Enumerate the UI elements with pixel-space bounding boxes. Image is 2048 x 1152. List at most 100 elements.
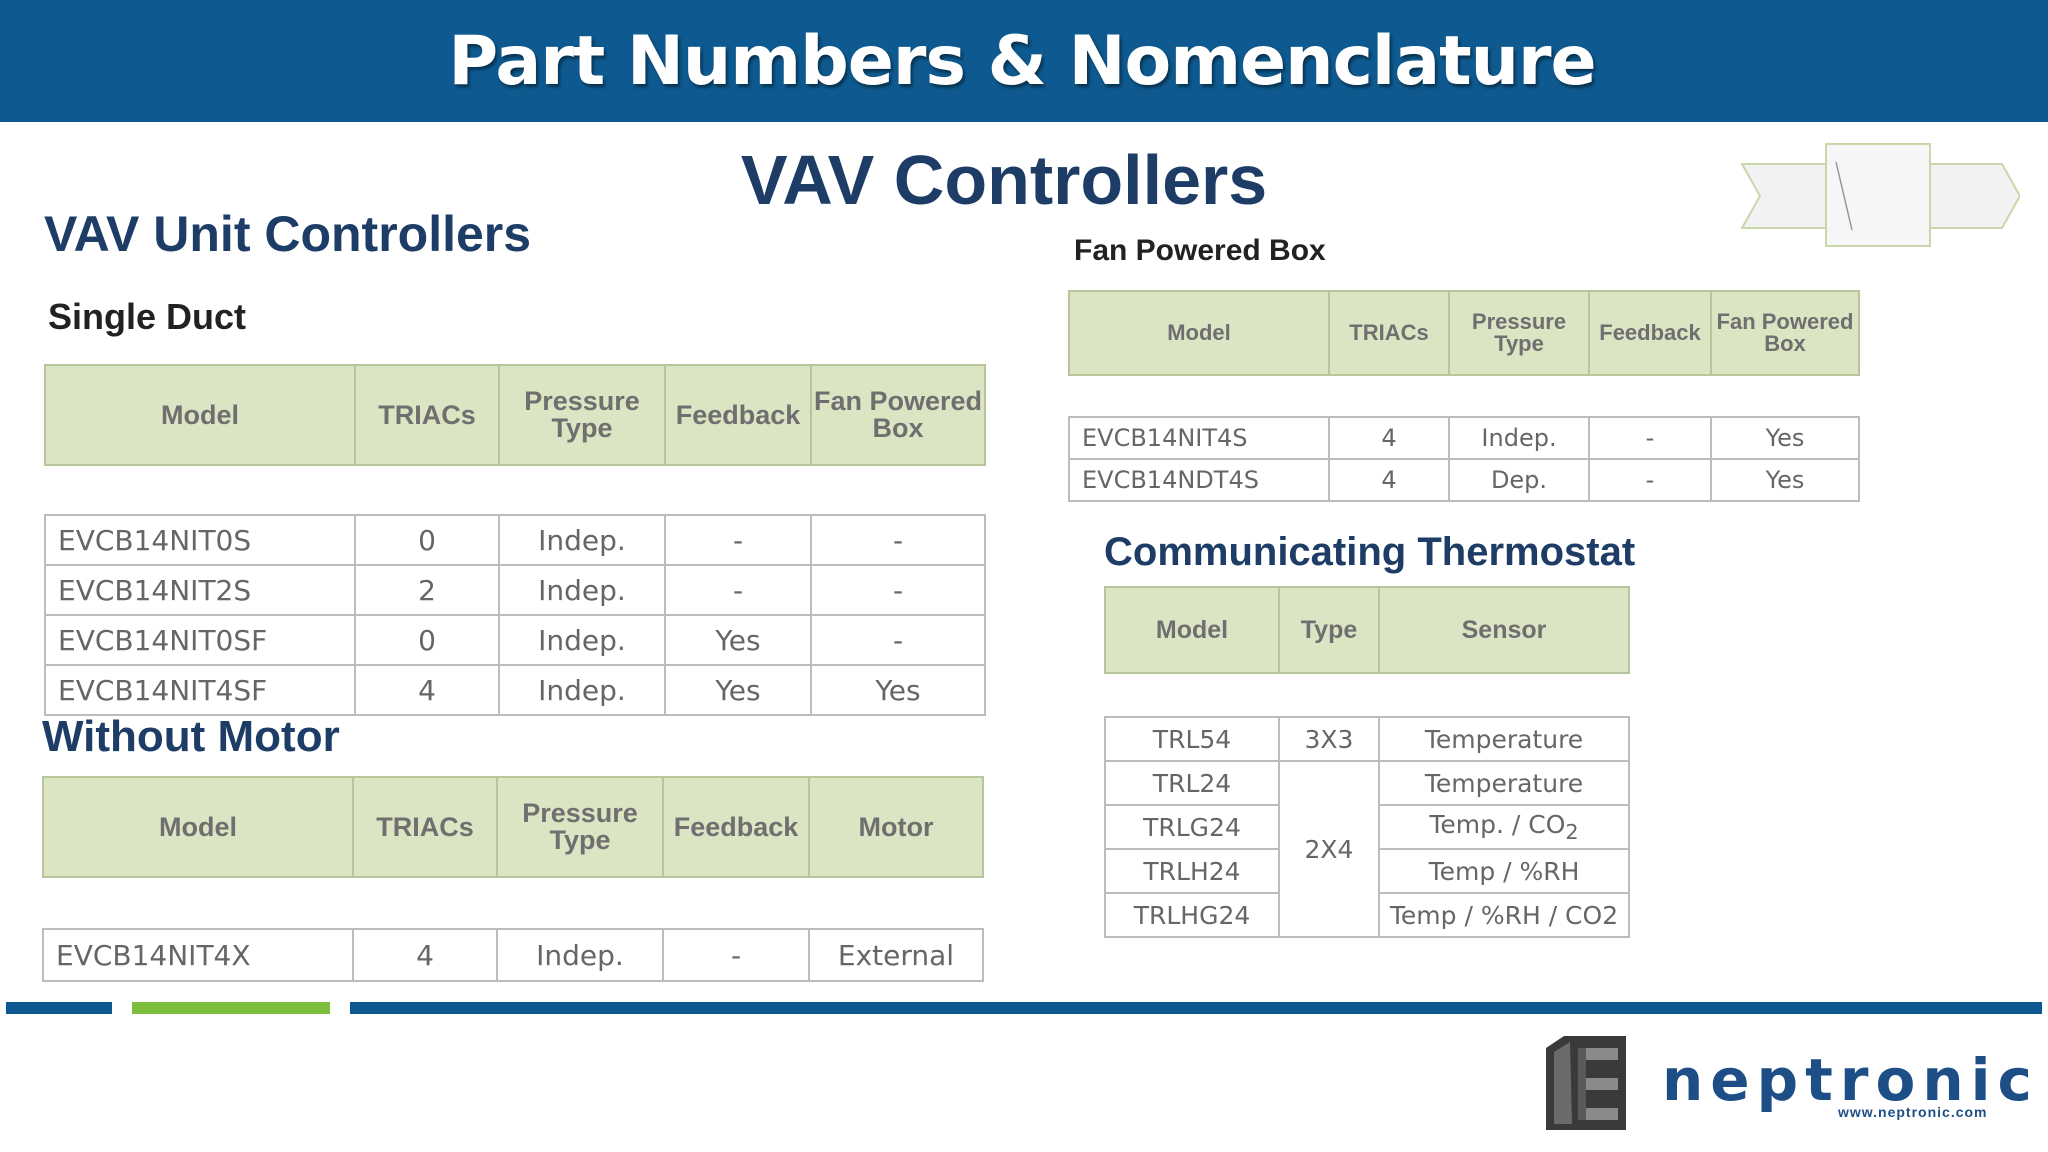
column-header-model: Model (1068, 290, 1330, 376)
table-row: EVCB14NIT4SF 4 Indep. Yes Yes (44, 664, 986, 716)
cell-fan-powered-box: Yes (810, 664, 986, 716)
cell-pressure-type: Indep. (498, 614, 666, 666)
page-title: Part Numbers & Nomenclature (448, 21, 1596, 101)
heading-fan-powered-box: Fan Powered Box (1074, 234, 1326, 267)
cell-feedback: - (1588, 458, 1712, 502)
cell-model: EVCB14NDT4S (1068, 458, 1330, 502)
footer-divider-blue-left (6, 1002, 112, 1014)
column-header-pressure-type: Pressure Type (498, 364, 666, 466)
brand-name: neptronic (1662, 1046, 2039, 1114)
cell-model: TRLG24 (1104, 804, 1280, 850)
footer-divider-green (132, 1002, 330, 1014)
sensor-text: Temp. / CO (1429, 810, 1566, 839)
table-row: EVCB14NIT4S 4 Indep. - Yes (1068, 416, 1860, 460)
section-heading-vav-unit-controllers: VAV Unit Controllers (44, 206, 532, 262)
title-bar: Part Numbers & Nomenclature (0, 0, 2048, 122)
communicating-thermostat-table: Model Type Sensor TRL54 3X3 Temperature … (1104, 586, 1630, 938)
cell-type: 2X4 (1278, 760, 1380, 938)
cell-pressure-type: Indep. (498, 664, 666, 716)
cell-model: EVCB14NIT0S (44, 514, 356, 566)
heading-single-duct: Single Duct (48, 296, 247, 337)
column-header-model: Model (42, 776, 354, 878)
cell-model: EVCB14NIT4X (42, 928, 354, 982)
table-row: TRL54 3X3 Temperature (1104, 716, 1630, 762)
cell-triacs: 2 (354, 564, 500, 616)
cell-model: TRL24 (1104, 760, 1280, 806)
table-row: EVCB14NIT0SF 0 Indep. Yes - (44, 614, 986, 666)
cell-feedback: - (662, 928, 810, 982)
cell-pressure-type: Dep. (1448, 458, 1590, 502)
cell-fan-powered-box: - (810, 614, 986, 666)
cell-fan-powered-box: - (810, 564, 986, 616)
cell-model: TRL54 (1104, 716, 1280, 762)
cell-fan-powered-box: Yes (1710, 416, 1860, 460)
cell-feedback: Yes (664, 664, 812, 716)
column-header-pressure-type: Pressure Type (496, 776, 664, 878)
cell-pressure-type: Indep. (498, 564, 666, 616)
table-header-row: Model Type Sensor (1104, 586, 1630, 674)
table-header-row: Model TRIACs Pressure Type Feedback Fan … (1068, 290, 1860, 376)
section-heading-without-motor: Without Motor (42, 712, 340, 761)
column-header-sensor: Sensor (1378, 586, 1630, 674)
table-row: TRLG24 Temp. / CO2 (1104, 804, 1630, 850)
table-row: TRL24 2X4 Temperature (1104, 760, 1630, 938)
cell-sensor: Temperature (1378, 760, 1630, 806)
fan-powered-box-table: Model TRIACs Pressure Type Feedback Fan … (1068, 290, 1860, 502)
cell-model: TRLHG24 (1104, 892, 1280, 938)
cell-model: EVCB14NIT4SF (44, 664, 356, 716)
cell-fan-powered-box: - (810, 514, 986, 566)
cell-sensor: Temp. / CO2 (1378, 804, 1630, 850)
ribbon-decoration-icon (1740, 143, 2020, 247)
cell-pressure-type: Indep. (498, 514, 666, 566)
cell-model: EVCB14NIT4S (1068, 416, 1330, 460)
cell-triacs: 4 (1328, 458, 1450, 502)
table-row: TRLH24 Temp / %RH (1104, 848, 1630, 894)
table-header-row: Model TRIACs Pressure Type Feedback Fan … (44, 364, 986, 466)
column-header-triacs: TRIACs (352, 776, 498, 878)
cell-pressure-type: Indep. (496, 928, 664, 982)
cell-triacs: 0 (354, 614, 500, 666)
column-header-feedback: Feedback (664, 364, 812, 466)
table-row: EVCB14NDT4S 4 Dep. - Yes (1068, 458, 1860, 502)
cell-triacs: 4 (354, 664, 500, 716)
cell-sensor: Temperature (1378, 716, 1630, 762)
column-header-feedback: Feedback (1588, 290, 1712, 376)
column-header-fan-powered-box: Fan Powered Box (1710, 290, 1860, 376)
sensor-subscript: 2 (1565, 820, 1579, 844)
footer-divider-blue-right (350, 1002, 2042, 1014)
table-header-row: Model TRIACs Pressure Type Feedback Moto… (42, 776, 984, 878)
table-row: EVCB14NIT0S 0 Indep. - - (44, 514, 986, 566)
cell-model: EVCB14NIT2S (44, 564, 356, 616)
column-header-pressure-type: Pressure Type (1448, 290, 1590, 376)
cell-feedback: - (1588, 416, 1712, 460)
cell-sensor: Temp / %RH / CO2 (1378, 892, 1630, 938)
cell-feedback: - (664, 514, 812, 566)
cell-model: EVCB14NIT0SF (44, 614, 356, 666)
column-header-triacs: TRIACs (1328, 290, 1450, 376)
column-header-feedback: Feedback (662, 776, 810, 878)
column-header-type: Type (1278, 586, 1380, 674)
column-header-fan-powered-box: Fan Powered Box (810, 364, 986, 466)
cell-feedback: Yes (664, 614, 812, 666)
cell-feedback: - (664, 564, 812, 616)
cell-triacs: 4 (352, 928, 498, 982)
cell-type: 3X3 (1278, 716, 1380, 762)
table-row: EVCB14NIT2S 2 Indep. - - (44, 564, 986, 616)
cell-triacs: 4 (1328, 416, 1450, 460)
single-duct-table: Model TRIACs Pressure Type Feedback Fan … (44, 364, 986, 716)
subtitle: VAV Controllers (740, 141, 1268, 219)
cell-model: TRLH24 (1104, 848, 1280, 894)
cell-motor: External (808, 928, 984, 982)
cell-sensor: Temp / %RH (1378, 848, 1630, 894)
column-header-motor: Motor (808, 776, 984, 878)
column-header-model: Model (44, 364, 356, 466)
table-row: TRLHG24 Temp / %RH / CO2 (1104, 892, 1630, 938)
brand-url: www.neptronic.com (1838, 1104, 1988, 1120)
table-row: EVCB14NIT4X 4 Indep. - External (42, 928, 984, 982)
column-header-triacs: TRIACs (354, 364, 500, 466)
column-header-model: Model (1104, 586, 1280, 674)
cell-pressure-type: Indep. (1448, 416, 1590, 460)
cell-triacs: 0 (354, 514, 500, 566)
without-motor-table: Model TRIACs Pressure Type Feedback Moto… (42, 776, 984, 982)
section-heading-communicating-thermostat: Communicating Thermostat (1104, 530, 1636, 574)
